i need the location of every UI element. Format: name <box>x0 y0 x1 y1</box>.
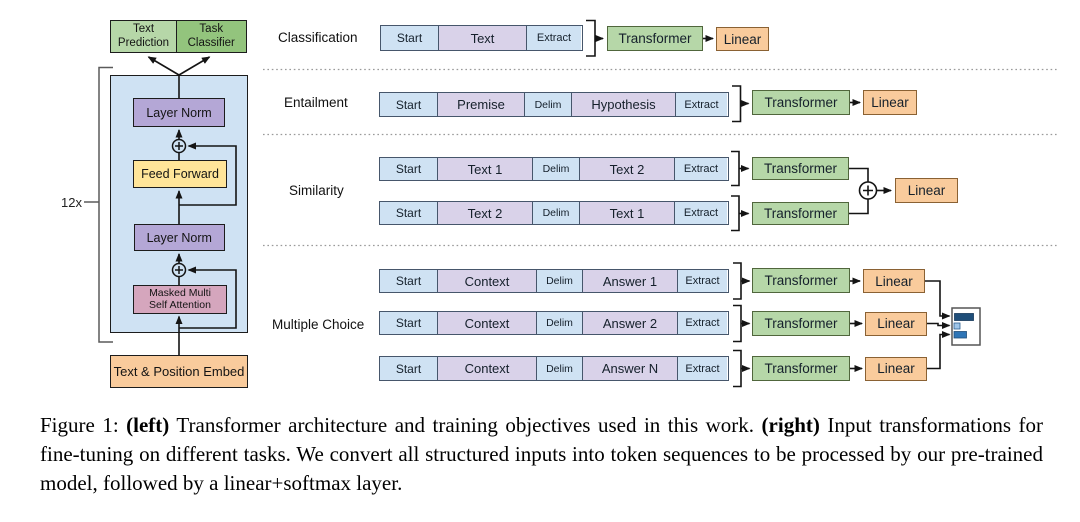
section-separators <box>263 68 1057 247</box>
token-cell: Answer 2 <box>582 312 677 334</box>
token-bar: Start Context Delim Answer 1 Extract <box>379 269 729 293</box>
linear-box: Linear <box>895 178 958 203</box>
feed-forward-box: Feed Forward <box>133 160 227 188</box>
token-bar: Start Text 1 Delim Text 2 Extract <box>379 157 729 181</box>
token-cell: Extract <box>677 270 727 292</box>
token-cell: Delim <box>536 270 582 292</box>
token-cell: Extract <box>674 202 727 224</box>
gather-bracket <box>733 262 742 300</box>
gather-bracket <box>733 304 742 343</box>
transformer-box: Transformer <box>752 268 850 293</box>
linear-box: Linear <box>865 311 927 336</box>
token-cell: Delim <box>524 93 571 116</box>
token-cell: Text 1 <box>579 202 674 224</box>
residual-connection <box>179 142 237 206</box>
token-cell: Start <box>380 158 437 180</box>
token-cell: Start <box>380 270 437 292</box>
token-cell: Delim <box>532 202 579 224</box>
token-cell: Text <box>438 26 526 50</box>
transformer-box: Transformer <box>752 90 850 115</box>
token-bar: Start Text Extract <box>380 25 583 51</box>
softmax-bars-icon <box>951 307 981 346</box>
repeat-count-label: 12x <box>61 195 82 210</box>
token-bar: Start Text 2 Delim Text 1 Extract <box>379 201 729 225</box>
layer-norm-bottom-box: Layer Norm <box>133 224 225 251</box>
transformer-box: Transformer <box>752 157 849 180</box>
token-cell: Context <box>437 312 536 334</box>
caption-right-tag: (right) <box>761 413 820 437</box>
masked-attention-box: Masked Multi Self Attention <box>133 285 227 314</box>
token-cell: Start <box>380 312 437 334</box>
linear-box: Linear <box>716 27 769 51</box>
text-prediction-box: Text Prediction <box>110 20 177 53</box>
linear-box: Linear <box>863 90 917 115</box>
token-bar: Start Context Delim Answer N Extract <box>379 356 729 381</box>
residual-connection <box>179 266 237 329</box>
transformer-box: Transformer <box>752 311 850 336</box>
token-cell: Start <box>380 93 437 116</box>
architecture-wires <box>147 56 237 356</box>
figure-caption: Figure 1: (left) Transformer architectur… <box>40 411 1043 498</box>
token-cell: Extract <box>677 357 727 380</box>
task-label-similarity: Similarity <box>289 183 344 198</box>
task-label-classification: Classification <box>278 30 358 45</box>
token-bar: Start Premise Delim Hypothesis Extract <box>379 92 729 117</box>
token-cell: Premise <box>437 93 524 116</box>
caption-left-tag: (left) <box>126 413 170 437</box>
token-cell: Start <box>380 202 437 224</box>
token-cell: Hypothesis <box>571 93 675 116</box>
linear-box: Linear <box>863 269 925 293</box>
linear-box: Linear <box>865 356 927 381</box>
token-cell: Extract <box>526 26 581 50</box>
similarity-wires <box>731 150 892 232</box>
transformer-box: Transformer <box>752 202 849 225</box>
layer-norm-top-box: Layer Norm <box>133 98 225 127</box>
token-cell: Answer 1 <box>582 270 677 292</box>
gather-bracket <box>586 19 596 57</box>
plus-circle-icon <box>171 262 187 278</box>
token-cell: Extract <box>675 93 727 116</box>
gather-bracket <box>731 150 740 187</box>
gather-bracket <box>731 195 740 232</box>
task-label-multiple-choice: Multiple Choice <box>272 317 365 332</box>
token-cell: Start <box>380 357 437 380</box>
token-bar: Start Context Delim Answer 2 Extract <box>379 311 729 335</box>
classification-wires <box>586 19 714 57</box>
repeat-bracket <box>84 66 113 343</box>
caption-right-body: Input transformations for fine-tuning on… <box>40 413 1043 495</box>
token-cell: Context <box>437 270 536 292</box>
gather-bracket <box>732 85 742 123</box>
gather-bracket <box>733 349 742 388</box>
plus-circle-icon <box>858 181 878 200</box>
transformer-box: Transformer <box>752 356 850 381</box>
caption-left-body: Transformer architecture and training ob… <box>169 413 762 437</box>
token-cell: Delim <box>532 158 579 180</box>
token-cell: Context <box>437 357 536 380</box>
masked-attention-label-line2: Self Attention <box>149 299 211 312</box>
task-classifier-box: Task Classifier <box>175 20 247 53</box>
token-cell: Answer N <box>582 357 677 380</box>
token-cell: Delim <box>536 312 582 334</box>
multiple-choice-wires <box>733 262 951 388</box>
masked-attention-label-line1: Masked Multi <box>149 287 211 300</box>
token-cell: Text 2 <box>579 158 674 180</box>
token-cell: Text 1 <box>437 158 532 180</box>
plus-circle-icon <box>171 138 187 154</box>
entailment-wires <box>732 85 861 123</box>
caption-figure-label: Figure 1: <box>40 413 127 437</box>
token-cell: Extract <box>674 158 727 180</box>
token-cell: Extract <box>677 312 727 334</box>
transformer-box: Transformer <box>607 26 703 51</box>
embed-box: Text & Position Embed <box>110 355 248 388</box>
task-label-entailment: Entailment <box>284 95 348 110</box>
token-cell: Delim <box>536 357 582 380</box>
token-cell: Start <box>381 26 438 50</box>
token-cell: Text 2 <box>437 202 532 224</box>
